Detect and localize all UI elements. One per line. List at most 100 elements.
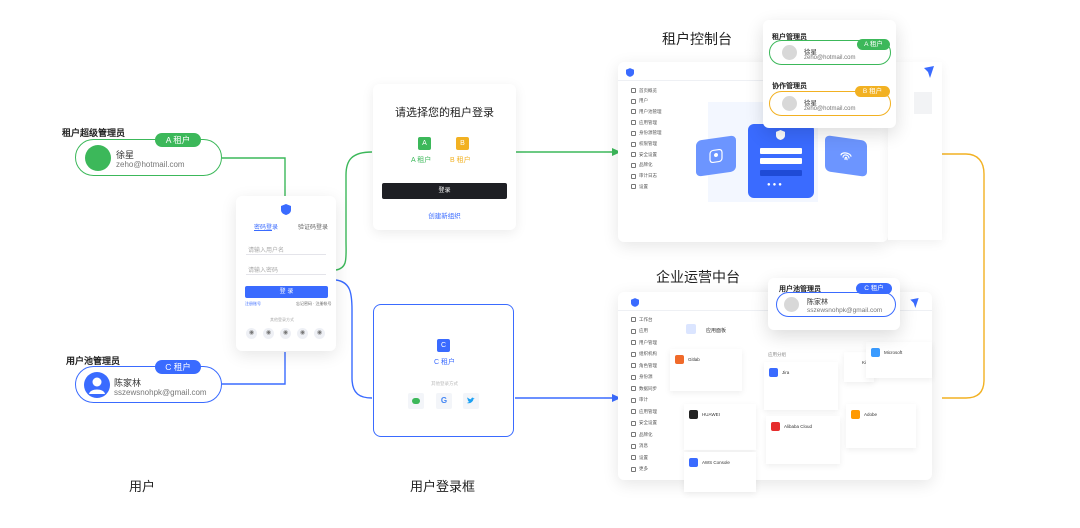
username-input[interactable]: 请输入用户名 — [246, 242, 326, 255]
app-panel-title: 应用面板 — [706, 328, 727, 334]
super-admin-tag: A 租户 — [155, 133, 201, 147]
app-tile[interactable]: Alibaba Cloud — [766, 416, 840, 464]
nav-item-icon — [631, 397, 636, 403]
credential-bar — [760, 158, 802, 164]
app-tile[interactable]: Gitlab — [670, 349, 742, 391]
pool-admin-role: 用户池管理员 — [66, 356, 121, 366]
app-tile[interactable]: Microsoft — [866, 342, 932, 378]
pool-admin-card: 陈家林 sszewsnohpk@gmail.com — [75, 366, 222, 403]
super-admin-email: zeho@hotmail.com — [116, 160, 185, 169]
ops-popup-tag: C 租户 — [856, 283, 892, 294]
sidebar-item[interactable]: 用户 — [639, 98, 648, 104]
face-id-icon — [709, 148, 723, 164]
sidebar-item[interactable]: 消息 — [639, 443, 648, 448]
app-tile[interactable]: AWS Console — [684, 452, 756, 492]
sidebar-item[interactable]: 用户池管理 — [639, 108, 662, 114]
twitter-login-button[interactable] — [463, 393, 479, 409]
nav-item-icon — [631, 363, 636, 368]
section-label-login-box: 用户登录框 — [410, 479, 476, 494]
tenant-c-label[interactable]: C 租户 — [434, 359, 455, 366]
app-tile[interactable]: Jira — [764, 362, 838, 410]
app-name: AWS Console — [702, 460, 730, 465]
sidebar-item[interactable]: 审计 — [639, 397, 648, 402]
sidebar-item[interactable]: 组织机构 — [639, 351, 657, 356]
wechat-login-button[interactable] — [408, 393, 424, 409]
ops-popup-name: 陈家林 — [807, 299, 828, 306]
section-title-enterprise-ops: 企业运营中台 — [656, 269, 740, 285]
nav-item-icon — [631, 120, 636, 126]
nav-item-icon — [631, 141, 636, 147]
tenant-b-icon[interactable]: B — [456, 137, 469, 150]
sidebar-item[interactable]: 设置 — [639, 183, 648, 189]
login-button[interactable]: 登 录 — [245, 286, 328, 298]
tenant-c-icon[interactable]: C — [437, 339, 450, 352]
nav-item-icon — [631, 351, 636, 357]
tenant-login-button[interactable]: 登录 — [382, 183, 507, 199]
sidebar-item[interactable]: 安全设置 — [639, 420, 657, 425]
super-admin-name: 徐星 — [116, 150, 135, 160]
sidebar-item[interactable]: 角色管理 — [639, 362, 657, 368]
tenant-a-icon[interactable]: A — [418, 137, 431, 150]
google-login-button[interactable]: G — [436, 393, 452, 409]
logo-icon — [910, 298, 919, 308]
nav-item-icon — [631, 432, 636, 437]
app-panel-icon — [686, 324, 696, 334]
app-name: Microsoft — [884, 350, 903, 355]
sidebar-item[interactable]: 品牌化 — [639, 431, 653, 437]
sidebar-item[interactable]: 身份源管理 — [639, 130, 662, 136]
create-org-link[interactable]: 创建新组织 — [428, 213, 461, 220]
security-card: ●●● — [748, 124, 814, 198]
nav-item-icon — [631, 328, 636, 334]
register-link[interactable]: 注册账号 — [245, 301, 261, 306]
sidebar-item[interactable]: 安全设置 — [639, 151, 657, 157]
face-id-panel — [696, 135, 736, 177]
tenant-select-title: 请选择您的租户登录 — [395, 107, 494, 119]
avatar — [85, 145, 111, 171]
google-icon: G — [440, 396, 448, 405]
forgot-link[interactable]: 忘记密码 · 注册帐号 — [296, 301, 332, 306]
tenant-b-label[interactable]: B 租户 — [450, 157, 471, 164]
other-methods-label: 其他登录方式 — [270, 317, 294, 322]
ops-popup-card[interactable]: 陈家林 sszewsnohpk@gmail.com — [776, 292, 896, 317]
ops-popup-email: sszewsnohpk@gmail.com — [807, 307, 883, 314]
app-group-label: 应用分组 — [768, 352, 786, 357]
credential-bar-dark — [760, 170, 802, 176]
popup-collab-tag: B 租户 — [855, 86, 890, 97]
nav-item-icon — [631, 173, 636, 179]
qq-icon[interactable]: ◉ — [263, 328, 274, 339]
sidebar-item[interactable]: 应用管理 — [639, 408, 657, 414]
sidebar-item[interactable]: 身份源 — [639, 374, 653, 379]
nav-item-icon — [631, 466, 636, 472]
sidebar-item[interactable]: 权限管理 — [639, 141, 657, 146]
nav-item-icon — [631, 340, 636, 345]
app-tile[interactable]: Adobe — [846, 404, 916, 448]
popup-collab-role: 协作管理员 — [772, 83, 807, 90]
popup-admin-email: zeho@hotmail.com — [804, 55, 856, 61]
sidebar-item[interactable]: 工作台 — [639, 316, 653, 322]
tab-password-login[interactable]: 密码登录 — [254, 225, 279, 231]
password-input[interactable]: 请输入密码 — [246, 262, 326, 275]
nav-item-icon — [631, 317, 636, 322]
sidebar-item[interactable]: 数据同步 — [639, 385, 657, 391]
sidebar-item[interactable]: 应用管理 — [639, 119, 657, 125]
sidebar-item[interactable]: 应用 — [639, 328, 648, 333]
sidebar-item[interactable]: 审计日志 — [639, 173, 657, 179]
password-placeholder: 请输入密码 — [248, 268, 279, 274]
google-icon[interactable]: ◉ — [297, 328, 308, 339]
tenant-c-sub: 其他登录方式 — [431, 381, 458, 386]
tab-code-login[interactable]: 验证码登录 — [298, 225, 329, 231]
tenant-a-label[interactable]: A 租户 — [411, 157, 432, 164]
github-icon[interactable]: ◉ — [280, 328, 291, 339]
more-icon[interactable]: ◉ — [314, 328, 325, 339]
sidebar-item[interactable]: 设置 — [639, 454, 648, 460]
sidebar-item[interactable]: 品牌化 — [639, 162, 653, 168]
app-tile[interactable]: HUAWEI — [684, 404, 756, 450]
pool-admin-email: sszewsnohpk@gmail.com — [114, 388, 207, 397]
sidebar-item[interactable]: 更多 — [639, 466, 648, 471]
app-name: Alibaba Cloud — [784, 424, 813, 429]
wechat-icon[interactable]: ◉ — [246, 328, 257, 339]
popup-admin-name: 徐星 — [804, 49, 817, 56]
sidebar-item[interactable]: 用户管理 — [639, 339, 657, 345]
pool-admin-tag: C 租户 — [155, 360, 201, 374]
sidebar-item[interactable]: 首页概览 — [639, 87, 657, 93]
